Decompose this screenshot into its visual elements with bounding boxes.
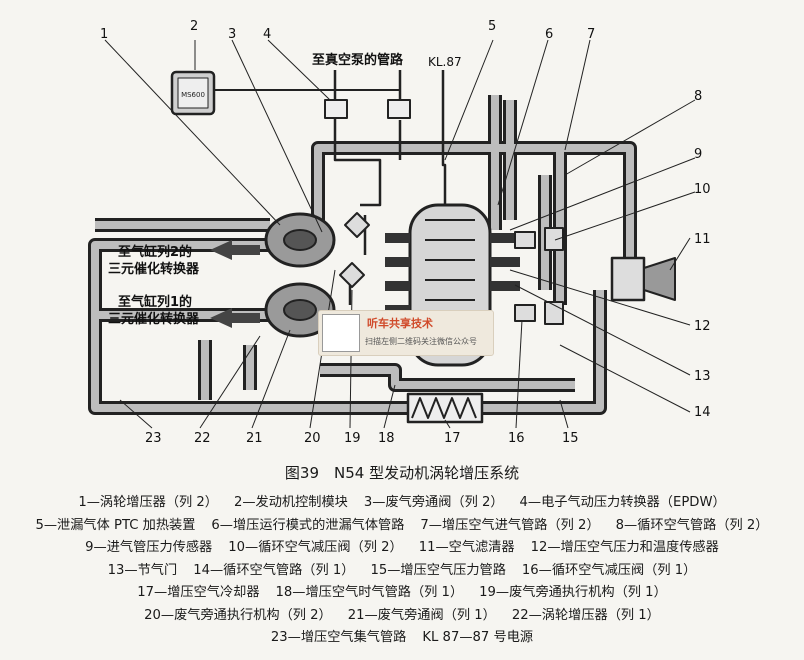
legend-item: 4—电子气动压力转换器（EPDW） [519,495,726,510]
kl87-label: KL.87 [428,55,462,69]
legend-line: 23—增压空气集气管路 KL 87—87 号电源 [8,627,796,650]
callout-4: 4 [263,27,271,42]
svg-text:MS600: MS600 [181,91,205,99]
figure-caption: 图39 N54 型发动机涡轮增压系统 [284,464,520,482]
legend-item: 6—增压运行模式的泄漏气体管路 [211,517,405,533]
bank1-converter-label-2: 三元催化转换器 [108,311,200,327]
callout-13: 13 [694,369,711,384]
bank1-converter-label-1: 至气缸列1的 [118,294,192,310]
legend: 1—涡轮增压器（列 2） 2—发动机控制模块 3—废气旁通阀（列 2） 4—电子气动压… [8,492,796,650]
legend-item: 21—废气旁通阀（列 1） [347,607,496,623]
vacuum-pump-label: 至真空泵的管路 [312,52,404,68]
engine-control-module: MS600 [170,70,216,116]
legend-item: 1—涡轮增压器（列 2） [78,495,218,510]
callout-19: 19 [344,431,361,446]
callout-7: 7 [587,27,595,42]
legend-item: 11—空气滤清器 [418,540,515,555]
callout-numbers: 1 2 3 4 5 6 7 8 9 10 11 12 13 14 15 16 1… [100,19,711,446]
callout-21: 21 [246,431,263,446]
legend-line: 17—增压空气冷却器 18—增压空气时气管路（列 1） 19—废气旁通执行机构（列 … [8,582,796,605]
legend-item: 7—增压空气进气管路（列 2） [420,517,600,533]
bank2-converter-label-1: 至气缸列2的 [118,244,192,260]
epdw-valves [324,99,411,119]
watermark-badge: 听车共享技术 扫描左侧二维码关注微信公众号 [318,310,494,356]
legend-item: 14—循环空气管路（列 1） [193,562,355,578]
legend-item: 22—涡轮增压器（列 1） [511,607,660,623]
legend-item: 3—废气旁通阀（列 2） [363,495,504,510]
turbo-system-diagram: MS600 [88,19,711,446]
air-filter [610,256,676,302]
legend-item: 2—发动机控制模块 [233,495,348,510]
legend-line: 9—进气管压力传感器 10—循环空气减压阀（列 2） 11—空气滤清器 12—增压空气… [8,537,796,560]
legend-item: 8—循环空气管路（列 2） [615,517,769,533]
callout-20: 20 [304,431,321,446]
callout-8: 8 [694,89,702,104]
intercooler [406,392,484,424]
exhaust-arrows [210,240,260,328]
callout-2: 2 [190,19,198,34]
legend-item: 16—循环空气减压阀（列 1） [521,562,697,578]
bank2-converter-label-2: 三元催化转换器 [108,261,200,277]
legend-item: 23—增压空气集气管路 [270,630,407,645]
legend-item: 15—增压空气压力管路 [370,562,506,578]
turbocharger-bank2 [264,212,336,268]
watermark-title: 听车共享技术 [367,317,433,330]
callout-5: 5 [488,19,496,34]
legend-item: KL 87—87 号电源 [422,630,534,645]
wastegate-actuators [339,212,370,288]
callout-22: 22 [194,431,211,446]
callout-1: 1 [100,27,108,42]
callout-12: 12 [694,319,711,334]
callout-3: 3 [228,27,236,42]
callout-23: 23 [145,431,162,446]
legend-line: 13—节气门 14—循环空气管路（列 1） 15—增压空气压力管路 16—循环空气减压… [8,560,796,583]
callout-18: 18 [378,431,395,446]
callout-6: 6 [545,27,553,42]
legend-item: 13—节气门 [107,562,178,578]
callout-17: 17 [444,431,461,446]
legend-item: 9—进气管压力传感器 [85,540,213,555]
legend-item: 12—增压空气压力和温度传感器 [530,540,719,555]
callout-10: 10 [694,182,711,197]
legend-line: 20—废气旁通执行机构（列 2） 21—废气旁通阀（列 1） 22—涡轮增压器（列 … [8,605,796,628]
turbocharger-bank1 [264,282,336,338]
recirc-valves [514,227,564,325]
callout-9: 9 [694,147,702,162]
legend-line: 5—泄漏气体 PTC 加热装置 6—增压运行模式的泄漏气体管路 7—增压空气进气管路… [8,515,796,538]
legend-item: 17—增压空气冷却器 [137,585,260,600]
legend-item: 18—增压空气时气管路（列 1） [275,585,464,600]
legend-item: 20—废气旁通执行机构（列 2） [144,607,332,623]
callout-14: 14 [694,405,711,420]
callout-16: 16 [508,431,525,446]
callout-11: 11 [694,232,711,247]
legend-line: 1—涡轮增压器（列 2） 2—发动机控制模块 3—废气旁通阀（列 2） 4—电子气动压… [8,492,796,515]
qr-code-icon [322,314,360,352]
legend-item: 19—废气旁通执行机构（列 1） [479,585,667,600]
legend-item: 5—泄漏气体 PTC 加热装置 [35,517,196,533]
legend-item: 10—循环空气减压阀（列 2） [228,540,403,555]
watermark-subtitle: 扫描左侧二维码关注微信公众号 [365,337,477,346]
leader-lines [104,39,696,429]
callout-15: 15 [562,431,579,446]
